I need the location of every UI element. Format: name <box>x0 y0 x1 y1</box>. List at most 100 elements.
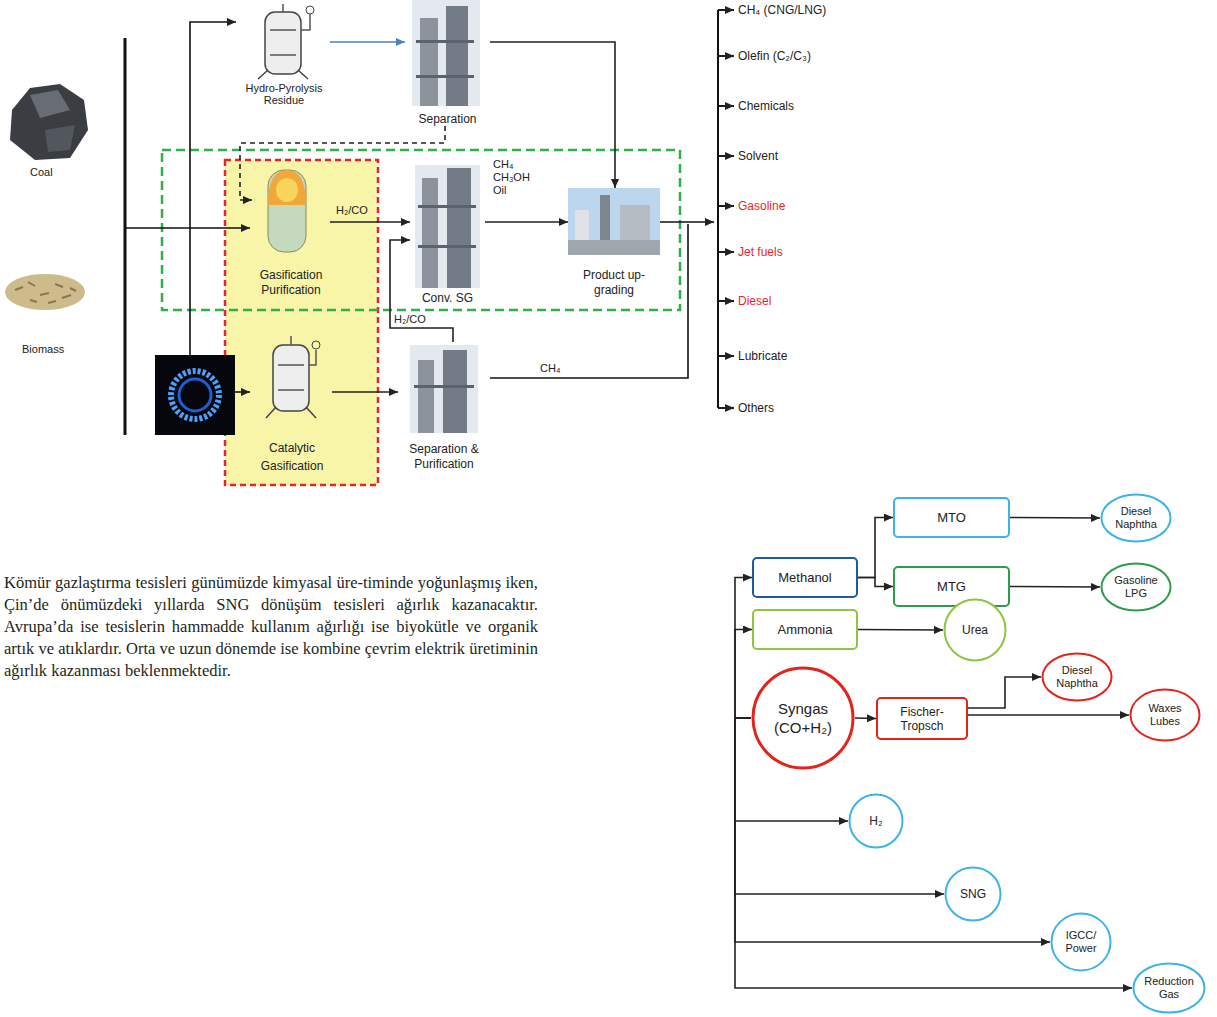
product-circle: Urea <box>943 598 1007 662</box>
feed-line <box>235 391 250 393</box>
tower-picture <box>443 350 467 433</box>
reactor-picture <box>278 336 316 390</box>
product-label: Diesel <box>738 294 771 308</box>
output-arrow <box>718 55 734 57</box>
flow-connector <box>240 126 445 200</box>
circle-outline <box>946 868 1001 921</box>
methane-line <box>490 224 688 378</box>
node-label: MTG <box>937 579 966 595</box>
flow-connector <box>735 578 752 719</box>
process-box: Ammonia <box>752 609 858 650</box>
node-label: IGCC/ Power <box>1061 929 1101 955</box>
product-circle: Waxes Lubes <box>1129 688 1201 742</box>
node-label: Product up-grading <box>578 268 650 298</box>
process-box: MTO <box>893 497 1010 538</box>
product-label: CH₄ (CNG/LNG) <box>738 3 826 17</box>
equipment-unit: Catalytic Gasification <box>252 333 332 475</box>
node-label: Catalytic Gasification <box>254 439 330 475</box>
tower-picture <box>418 245 476 248</box>
node-label: Diesel Naphtha <box>1050 664 1104 690</box>
node-label: Urea <box>962 623 988 637</box>
node-label: Conv. SG <box>422 291 473 305</box>
edge-label: CH₄ CH₃OH Oil <box>493 158 530 197</box>
circle-outline <box>1102 564 1171 611</box>
flow-connector <box>330 41 405 43</box>
product-circle: H₂ <box>848 793 904 849</box>
plant-picture <box>620 205 650 240</box>
body-paragraph: Kömür gazlaştırma tesisleri günümüzde ki… <box>4 572 538 682</box>
product-circle: Gasoline LPG <box>1100 562 1172 612</box>
node-label: H₂ <box>869 814 882 828</box>
gasifier-picture <box>276 178 298 202</box>
tower-picture <box>418 360 434 433</box>
circle-outline <box>1131 690 1200 741</box>
circle-outline <box>850 795 903 848</box>
tower-picture <box>416 75 474 78</box>
node-label: Syngas (CO+H₂) <box>763 699 843 737</box>
coal-picture <box>30 90 70 118</box>
tower-picture <box>422 178 438 288</box>
circle-outline <box>753 668 853 768</box>
tower-picture <box>418 205 476 208</box>
flow-connector <box>858 629 943 631</box>
reactor-picture <box>270 4 310 55</box>
tower-picture <box>447 168 471 288</box>
edge-label: H₂/CO <box>394 313 426 326</box>
plant-picture <box>568 240 660 255</box>
node-label: Diesel Naphtha <box>1109 505 1163 531</box>
output-arrow <box>718 155 734 157</box>
biomass-picture <box>5 274 85 310</box>
material-label: Biomass <box>22 343 64 355</box>
burner-picture <box>171 371 219 419</box>
node-label: Reduction Gas <box>1141 975 1197 1001</box>
flow-connector <box>330 221 410 223</box>
output-bar <box>717 10 719 408</box>
output-arrow <box>718 407 734 409</box>
product-label: Olefin (C₂/C₃) <box>738 49 811 63</box>
burner-picture <box>155 355 235 435</box>
product-label: Jet fuels <box>738 245 783 259</box>
product-label: Others <box>738 401 774 415</box>
material-label: Coal <box>30 166 53 178</box>
circle-outline <box>1052 914 1111 971</box>
output-arrow <box>718 300 734 302</box>
plant-picture <box>568 188 660 255</box>
gasifier-picture <box>268 170 306 205</box>
feed-line <box>125 227 250 229</box>
plant-picture <box>575 210 589 240</box>
node-label: Gasification Purification <box>254 268 328 298</box>
product-label: Solvent <box>738 149 778 163</box>
flow-connector <box>332 391 398 393</box>
node-label: MTO <box>937 510 966 526</box>
gasifier-picture <box>268 170 306 252</box>
burner-picture <box>179 379 211 411</box>
product-label: Gasoline <box>738 199 785 213</box>
tower-picture <box>412 0 480 106</box>
product-circle: Diesel Naphtha <box>1041 652 1113 702</box>
product-line <box>660 221 714 223</box>
process-box: MTG <box>893 566 1010 607</box>
circle-outline <box>1134 964 1205 1013</box>
circle-outline <box>945 600 1006 661</box>
node-label: Hydro-Pyrolysis Residue <box>240 82 328 106</box>
flow-connector <box>735 630 752 719</box>
circle-outline <box>1043 654 1112 701</box>
edge-label: H₂/CO <box>336 204 368 217</box>
flow-connector <box>968 677 1041 708</box>
node-label: Methanol <box>778 570 831 586</box>
equipment-unit: Separation <box>405 0 490 126</box>
highlight-region <box>225 160 378 485</box>
output-arrow <box>718 251 734 253</box>
product-circle: SNG <box>944 866 1002 922</box>
node-label: Fischer-Tropsch <box>887 705 957 733</box>
reactor-picture <box>273 345 309 411</box>
output-arrow <box>718 9 734 11</box>
flow-connector <box>858 518 893 578</box>
node-label: Waxes Lubes <box>1138 702 1192 728</box>
reactor-picture <box>312 341 320 349</box>
flow-label: CH₄ <box>540 362 560 374</box>
flow-connector <box>485 221 568 223</box>
flow-connector <box>858 578 893 587</box>
